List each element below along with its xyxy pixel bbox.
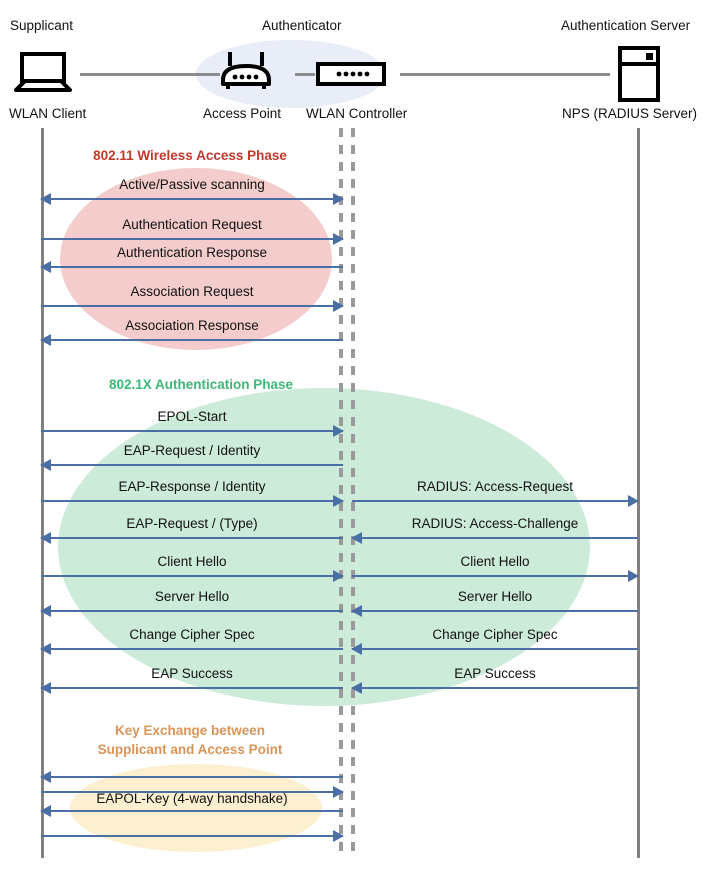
message-line bbox=[352, 648, 638, 650]
arrowhead-left-icon bbox=[40, 771, 51, 783]
message-label: EAP-Request / (Type) bbox=[126, 516, 258, 531]
actor-device-nps-radius-server: NPS (RADIUS Server) bbox=[562, 106, 698, 121]
message-label: EAP Success bbox=[151, 666, 233, 681]
message-label: Authentication Request bbox=[122, 217, 262, 232]
message-line bbox=[41, 339, 343, 341]
arrowhead-left-icon bbox=[40, 459, 51, 471]
message-line bbox=[352, 500, 638, 502]
message-line bbox=[41, 776, 343, 778]
actor-role-supplicant: Supplicant bbox=[10, 18, 74, 33]
message-line bbox=[352, 575, 638, 577]
message-line bbox=[41, 810, 343, 812]
arrowhead-left-icon bbox=[40, 532, 51, 544]
actor-role-authentication-server: Authentication Server bbox=[561, 18, 691, 33]
message-line bbox=[41, 430, 343, 432]
arrowhead-left-icon bbox=[40, 805, 51, 817]
lifeline-access-point bbox=[339, 128, 343, 858]
message-line bbox=[41, 238, 343, 240]
lifeline-supplicant bbox=[41, 128, 44, 858]
message-line bbox=[41, 687, 343, 689]
message-line bbox=[41, 464, 343, 466]
message-label: RADIUS: Access-Request bbox=[416, 479, 574, 494]
message-label: Active/Passive scanning bbox=[119, 177, 265, 192]
message-label: RADIUS: Access-Challenge bbox=[411, 516, 579, 531]
arrowhead-left-icon bbox=[40, 193, 51, 205]
phase-region-key-exchange bbox=[70, 764, 322, 852]
message-label: EAP-Request / Identity bbox=[123, 443, 261, 458]
wireless-router-icon bbox=[215, 48, 277, 99]
arrowhead-right-icon bbox=[333, 193, 344, 205]
lifeline-wlan-controller bbox=[351, 128, 355, 858]
message-line bbox=[41, 305, 343, 307]
arrowhead-right-icon bbox=[333, 786, 344, 798]
link-ap-to-controller bbox=[295, 73, 315, 76]
message-line bbox=[41, 266, 343, 268]
arrowhead-left-icon bbox=[351, 682, 362, 694]
link-controller-to-server bbox=[400, 73, 610, 76]
phase-title-dot1x-authentication: 802.1X Authentication Phase bbox=[108, 377, 294, 392]
phase-title-wireless-access: 802.11 Wireless Access Phase bbox=[93, 148, 287, 163]
message-label: Association Request bbox=[130, 284, 254, 299]
message-label: Server Hello bbox=[457, 589, 533, 604]
message-line bbox=[41, 648, 343, 650]
message-line bbox=[41, 575, 343, 577]
message-line bbox=[352, 610, 638, 612]
link-client-to-ap bbox=[80, 73, 220, 76]
actor-device-access-point: Access Point bbox=[203, 106, 282, 121]
message-label: EPOL-Start bbox=[157, 409, 227, 424]
network-switch-icon bbox=[316, 61, 386, 92]
arrowhead-left-icon bbox=[40, 261, 51, 273]
arrowhead-right-icon bbox=[333, 570, 344, 582]
message-label: Change Cipher Spec bbox=[129, 627, 255, 642]
laptop-icon bbox=[12, 52, 74, 99]
message-label: Association Response bbox=[125, 318, 259, 333]
arrowhead-left-icon bbox=[351, 643, 362, 655]
arrowhead-left-icon bbox=[351, 532, 362, 544]
message-line bbox=[41, 500, 343, 502]
arrowhead-left-icon bbox=[40, 682, 51, 694]
phase-title-key-exchange: Key Exchange between Supplicant and Acce… bbox=[80, 721, 300, 759]
phase-title-key-exchange-line1: Key Exchange between bbox=[114, 723, 266, 738]
actor-device-wlan-client: WLAN Client bbox=[9, 106, 87, 121]
message-label: Client Hello bbox=[460, 554, 530, 569]
arrowhead-right-icon bbox=[628, 495, 639, 507]
arrowhead-right-icon bbox=[333, 233, 344, 245]
message-line bbox=[41, 835, 343, 837]
arrowhead-right-icon bbox=[628, 570, 639, 582]
phase-region-dot1x-authentication bbox=[58, 388, 590, 706]
actor-device-wlan-controller: WLAN Controller bbox=[306, 106, 408, 121]
message-label: Server Hello bbox=[154, 589, 230, 604]
message-label: EAP Success bbox=[454, 666, 536, 681]
message-label: Authentication Response bbox=[116, 245, 268, 260]
arrowhead-left-icon bbox=[40, 334, 51, 346]
arrowhead-right-icon bbox=[333, 495, 344, 507]
arrowhead-left-icon bbox=[351, 605, 362, 617]
arrowhead-right-icon bbox=[333, 300, 344, 312]
arrowhead-right-icon bbox=[333, 830, 344, 842]
message-label: Client Hello bbox=[157, 554, 227, 569]
arrowhead-right-icon bbox=[333, 425, 344, 437]
phase-title-key-exchange-line2: Supplicant and Access Point bbox=[97, 742, 283, 757]
message-label: EAP-Response / Identity bbox=[118, 479, 266, 494]
arrowhead-left-icon bbox=[40, 605, 51, 617]
message-line bbox=[352, 537, 638, 539]
message-line bbox=[41, 791, 343, 793]
message-label-eapol-key: EAPOL-Key (4-way handshake) bbox=[96, 791, 288, 806]
arrowhead-left-icon bbox=[40, 643, 51, 655]
message-line bbox=[41, 610, 343, 612]
server-tower-icon bbox=[617, 46, 661, 107]
actor-role-authenticator: Authenticator bbox=[262, 18, 342, 33]
message-line bbox=[41, 198, 343, 200]
message-label: Change Cipher Spec bbox=[432, 627, 558, 642]
lifeline-authentication-server bbox=[637, 128, 640, 858]
message-line bbox=[41, 537, 343, 539]
message-line bbox=[352, 687, 638, 689]
